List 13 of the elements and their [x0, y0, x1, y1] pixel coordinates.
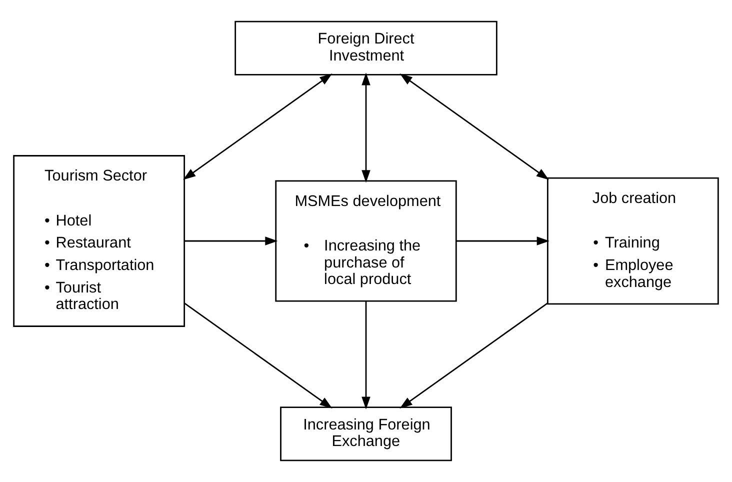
- node-box: Increasing Foreign Exchange: [280, 406, 452, 462]
- node-box: Foreign Direct Investment: [234, 20, 498, 76]
- arrow: [400, 302, 548, 408]
- arrow: [362, 72, 370, 183]
- arrow: [183, 74, 332, 180]
- arrow: [184, 236, 278, 246]
- node-box: Job creation • Training • Employee exchange: [546, 177, 719, 305]
- arrow: [456, 236, 550, 246]
- node-box: MSMEs development • Increasing the purchase of local product: [275, 180, 457, 302]
- arrow: [362, 302, 370, 410]
- arrow: [184, 302, 332, 408]
- arrow: [400, 74, 549, 180]
- node-box: Tourism Sector • Hotel • Restaurant • Transportation • Tourist attraction: [13, 155, 186, 327]
